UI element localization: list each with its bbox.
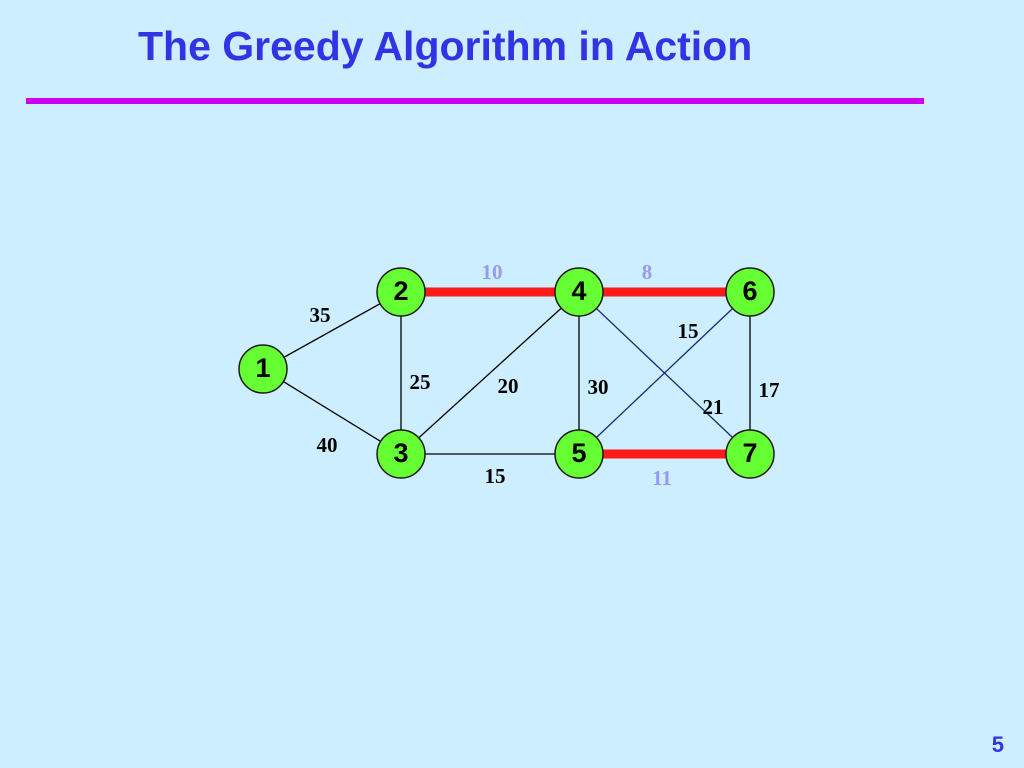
node-label-7: 7 bbox=[742, 438, 757, 468]
node-1: 1 bbox=[238, 344, 288, 394]
node-circle-2 bbox=[376, 267, 426, 317]
edge-weight-4-5: 30 bbox=[588, 375, 609, 399]
node-label-6: 6 bbox=[742, 276, 757, 306]
node-2: 2 bbox=[376, 267, 426, 317]
title-divider bbox=[26, 98, 924, 104]
node-6: 6 bbox=[725, 267, 775, 317]
slide-title: The Greedy Algorithm in Action bbox=[138, 23, 753, 69]
edge-weight-3-4: 20 bbox=[498, 374, 519, 398]
nodes-layer: 1 2 3 4 5 6 7 bbox=[238, 267, 775, 479]
edge-weight-6-7: 17 bbox=[759, 378, 780, 402]
edges-layer bbox=[262, 287, 751, 459]
edge-weight-4-7: 21 bbox=[703, 395, 724, 419]
node-circle-6 bbox=[725, 267, 775, 317]
node-circle-4 bbox=[554, 267, 604, 317]
edge-weight-4-6: 8 bbox=[642, 260, 653, 284]
edge-weight-1-3: 40 bbox=[317, 433, 338, 457]
edge-weight-5-6: 15 bbox=[678, 319, 699, 343]
edge-weight-1-2: 35 bbox=[310, 303, 331, 327]
edge-1-3 bbox=[262, 368, 402, 455]
edge-weight-2-3: 25 bbox=[410, 370, 431, 394]
edge-5-6 bbox=[578, 291, 751, 455]
node-4: 4 bbox=[554, 267, 604, 317]
node-7: 7 bbox=[725, 429, 775, 479]
node-circle-1 bbox=[238, 344, 288, 394]
node-label-1: 1 bbox=[255, 353, 270, 383]
node-label-4: 4 bbox=[571, 276, 586, 306]
node-label-2: 2 bbox=[393, 276, 408, 306]
node-label-5: 5 bbox=[571, 438, 586, 468]
node-circle-5 bbox=[554, 429, 604, 479]
page-number: 5 bbox=[991, 732, 1004, 757]
edge-weight-2-4: 10 bbox=[482, 260, 503, 284]
edge-3-4 bbox=[400, 291, 580, 455]
node-circle-3 bbox=[376, 429, 426, 479]
edge-weight-3-5: 15 bbox=[485, 464, 506, 488]
node-label-3: 3 bbox=[393, 438, 408, 468]
node-5: 5 bbox=[554, 429, 604, 479]
edge-1-2 bbox=[262, 291, 402, 370]
node-circle-7 bbox=[725, 429, 775, 479]
edge-weight-5-7: 11 bbox=[652, 466, 672, 490]
node-3: 3 bbox=[376, 429, 426, 479]
